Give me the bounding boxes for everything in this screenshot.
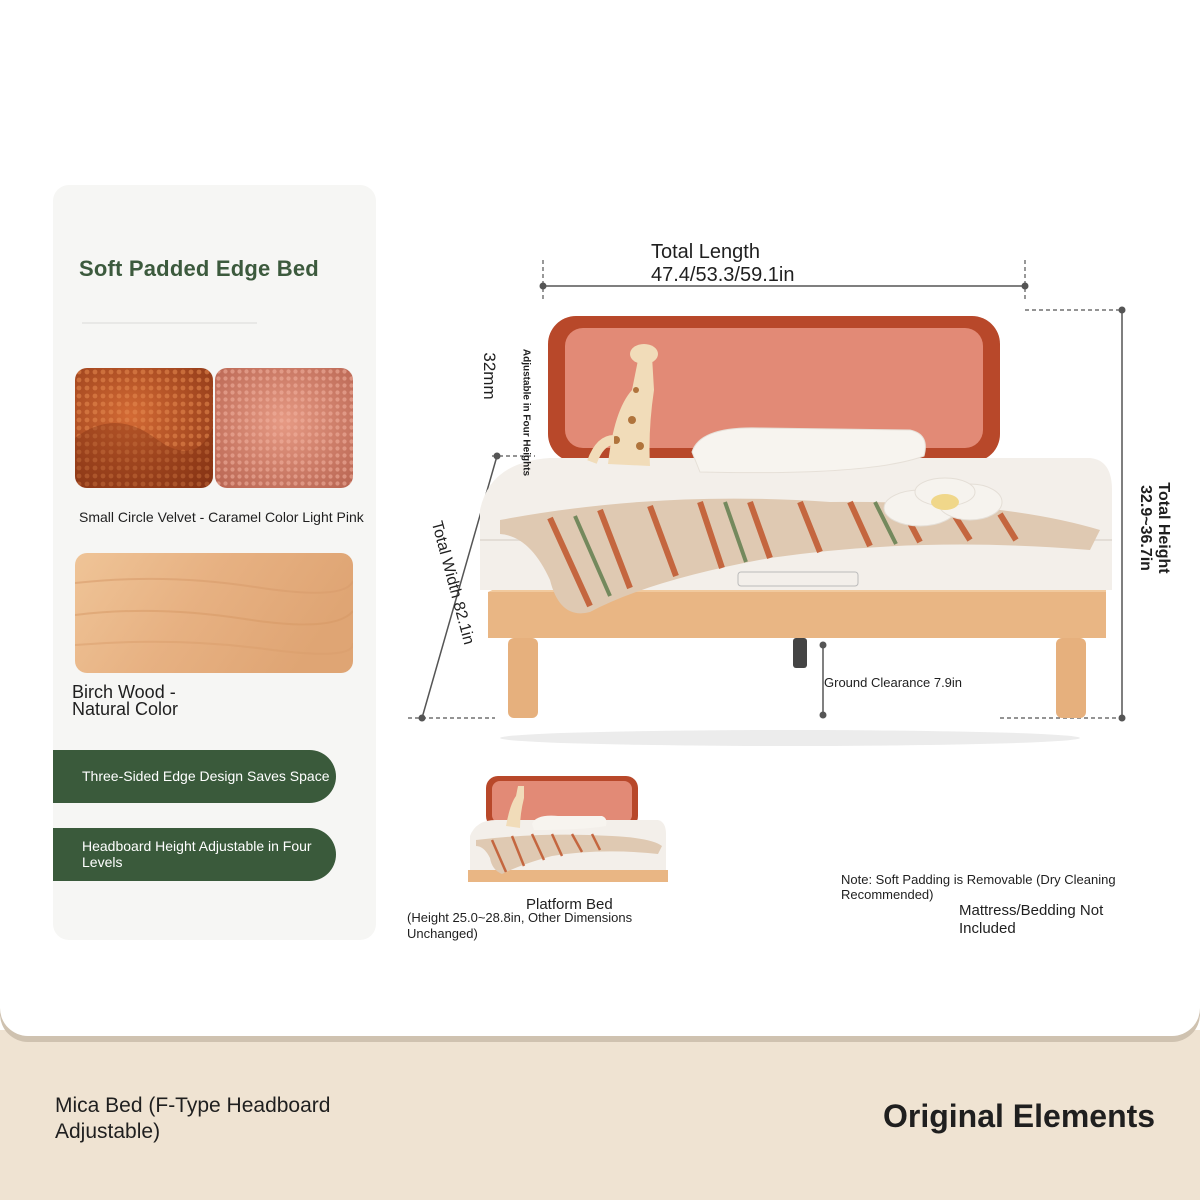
feature-pill-headboard-adjust: Headboard Height Adjustable in Four Leve… xyxy=(53,828,336,881)
padding-note: Note: Soft Padding is Removable (Dry Cle… xyxy=(841,872,1116,902)
product-name: Mica Bed (F-Type Headboard Adjustable) xyxy=(55,1094,331,1143)
title-divider xyxy=(82,322,257,324)
platform-bed-thumbnail xyxy=(468,776,668,882)
feature-pill-edge-design: Three-Sided Edge Design Saves Space xyxy=(53,750,336,803)
total-length-value: 47.4/53.3/59.1in xyxy=(651,264,795,286)
panel-title: Soft Padded Edge Bed xyxy=(79,256,319,281)
platform-bed-title: Platform Bed xyxy=(526,896,613,913)
total-length-label: Total Length xyxy=(651,241,760,263)
light-pink-velvet-swatch xyxy=(215,368,353,488)
headboard-step-label: 32mm xyxy=(480,352,499,400)
birch-wood-swatch xyxy=(75,553,353,673)
platform-bed-note: (Height 25.0~28.8in, Other Dimensions Un… xyxy=(407,910,633,941)
fabric-caption: Small Circle Velvet - Caramel Color Ligh… xyxy=(79,509,364,525)
feature-pill-label: Three-Sided Edge Design Saves Space xyxy=(82,768,330,784)
total-height-label: Total Height 32.9~36.7in xyxy=(1137,482,1172,574)
caramel-velvet-swatch xyxy=(75,368,213,488)
wood-caption: Birch Wood - Natural Color xyxy=(72,682,179,719)
brand-line: Original Elements xyxy=(883,1098,1156,1134)
ground-clearance-label: Ground Clearance 7.9in xyxy=(824,675,963,690)
bed-illustration xyxy=(408,260,1126,746)
mattress-note: Mattress/Bedding Not Included xyxy=(959,902,1104,937)
footer-band xyxy=(0,1030,1200,1200)
feature-pill-label: Headboard Height Adjustable in Four Leve… xyxy=(82,838,312,870)
headboard-adjust-label: Adjustable in Four Heights xyxy=(520,348,532,477)
